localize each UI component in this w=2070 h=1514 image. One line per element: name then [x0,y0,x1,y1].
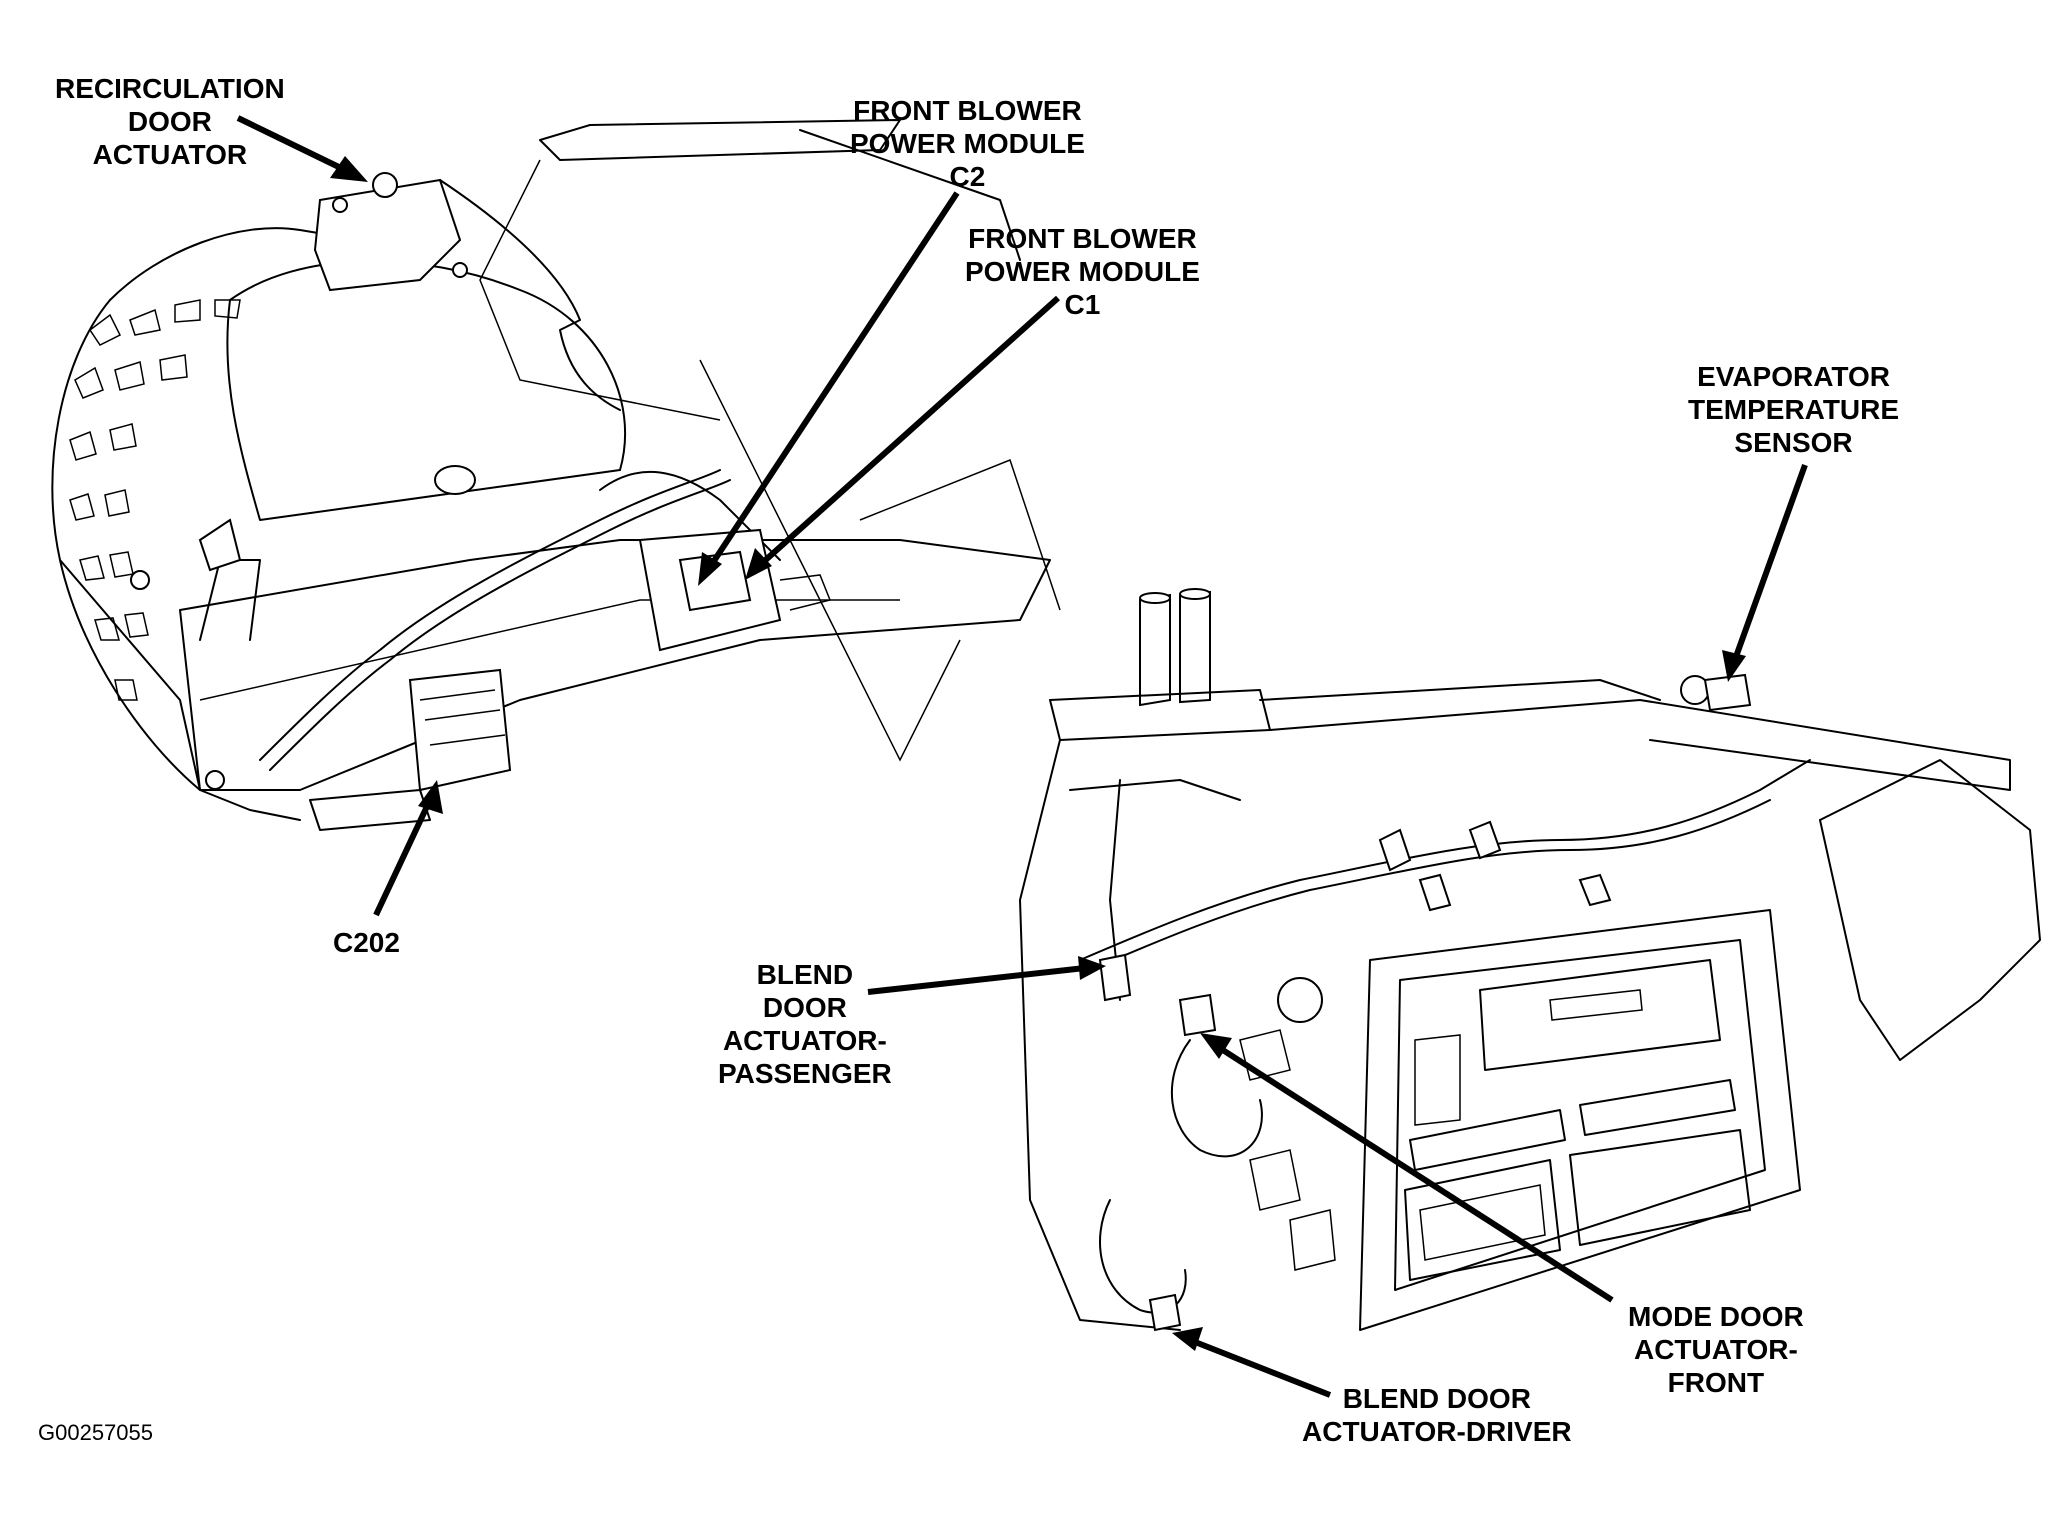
label-recirculation-door-actuator: RECIRCULATION DOOR ACTUATOR [55,72,285,171]
label-line: DOOR [127,106,212,137]
arrow-c202 [373,780,443,917]
leader-arrows [236,115,1808,1398]
arrow-recirc-door-actuator [236,115,368,182]
label-line: PASSENGER [718,1058,892,1089]
label-line: C1 [1064,289,1101,320]
label-line: SENSOR [1734,427,1853,458]
arrow-evap-temp-sensor [1722,463,1808,682]
blower-housing-assembly [51,119,1061,831]
label-line: TEMPERATURE [1688,394,1900,425]
label-front-blower-power-module-c2: FRONT BLOWER POWER MODULE C2 [850,94,1085,193]
label-c202: C202 [333,926,400,959]
label-line: RECIRCULATION [55,73,285,104]
arrow-blend-door-passenger [867,956,1106,995]
label-line: POWER MODULE [850,128,1085,159]
label-front-blower-power-module-c1: FRONT BLOWER POWER MODULE C1 [965,222,1200,321]
label-evaporator-temperature-sensor: EVAPORATOR TEMPERATURE SENSOR [1688,360,1899,459]
label-line: C2 [949,161,986,192]
label-line: C202 [333,927,400,958]
label-line: MODE DOOR [1628,1301,1804,1332]
label-blend-door-actuator-driver: BLEND DOOR ACTUATOR-DRIVER [1302,1382,1572,1448]
label-blend-door-actuator-passenger: BLEND DOOR ACTUATOR- PASSENGER [718,958,892,1090]
arrow-blower-module-c1 [745,295,1061,580]
label-line: DOOR [762,992,847,1023]
label-line: ACTUATOR- [722,1025,887,1056]
label-line: BLEND DOOR [1342,1383,1531,1414]
label-line: FRONT [1667,1367,1765,1398]
hvac-module-assembly [1019,588,2041,1332]
label-line: FRONT BLOWER [853,95,1082,126]
label-line: FRONT BLOWER [968,223,1197,254]
arrow-blend-door-driver [1172,1327,1332,1398]
label-line: ACTUATOR-DRIVER [1302,1416,1572,1447]
arrow-blower-module-c2 [698,191,960,586]
arrow-mode-door-front [1200,1033,1614,1303]
label-line: ACTUATOR- [1633,1334,1798,1365]
label-line: EVAPORATOR [1697,361,1890,392]
figure-id: G00257055 [38,1420,153,1445]
label-line: POWER MODULE [965,256,1200,287]
label-mode-door-actuator-front: MODE DOOR ACTUATOR- FRONT [1628,1300,1804,1399]
label-line: BLEND [756,959,854,990]
label-line: ACTUATOR [92,139,248,170]
